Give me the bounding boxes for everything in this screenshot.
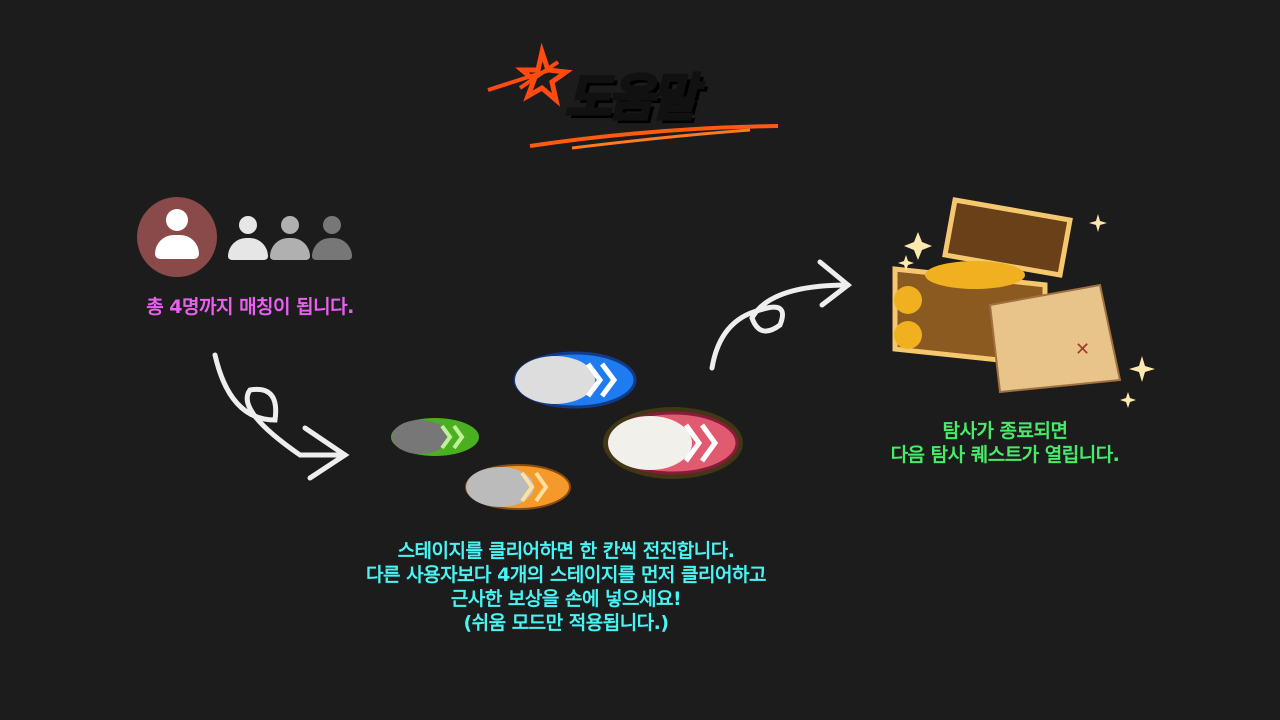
rocket-green-icon	[391, 418, 479, 456]
quest-text: 탐사가 종료되면 다음 탐사 퀘스트가 열립니다.	[820, 419, 1190, 467]
rocket-blue-icon	[513, 351, 637, 409]
matching-text: 총 4명까지 매칭이 됩니다.	[146, 296, 354, 318]
star-icon	[515, 42, 573, 107]
rocket-orange-icon	[465, 464, 571, 510]
player-avatar-4	[312, 216, 352, 262]
stage-line: 스테이지를 클리어하면 한 칸씩 전진합니다.	[397, 540, 735, 562]
quest-line: 다음 탐사 퀘스트가 열립니다.	[890, 444, 1120, 466]
title-decoration	[487, 42, 779, 150]
treasure-chest-icon: ✕	[892, 197, 1122, 394]
stage-line: 근사한 보상을 손에 넣으세요!	[450, 588, 682, 610]
curved-arrow-icon	[212, 352, 348, 458]
player-avatar-main	[137, 197, 217, 277]
sparkle-icon	[898, 214, 1155, 408]
rocket-red-icon	[603, 407, 743, 479]
player-avatar-2	[228, 216, 268, 262]
stage-line: 다른 사용자보다 4개의 스테이지를 먼저 클리어하고	[366, 564, 766, 586]
quest-line: 탐사가 종료되면	[942, 420, 1068, 442]
page-title: 도움말	[564, 68, 699, 129]
curved-arrow-icon	[709, 282, 851, 371]
stage-line: (쉬움 모드만 적용됩니다.)	[463, 612, 669, 634]
player-avatar-3	[270, 216, 310, 262]
stage-text: 스테이지를 클리어하면 한 칸씩 전진합니다. 다른 사용자보다 4개의 스테이…	[266, 539, 866, 635]
svg-text:✕: ✕	[1075, 339, 1090, 360]
